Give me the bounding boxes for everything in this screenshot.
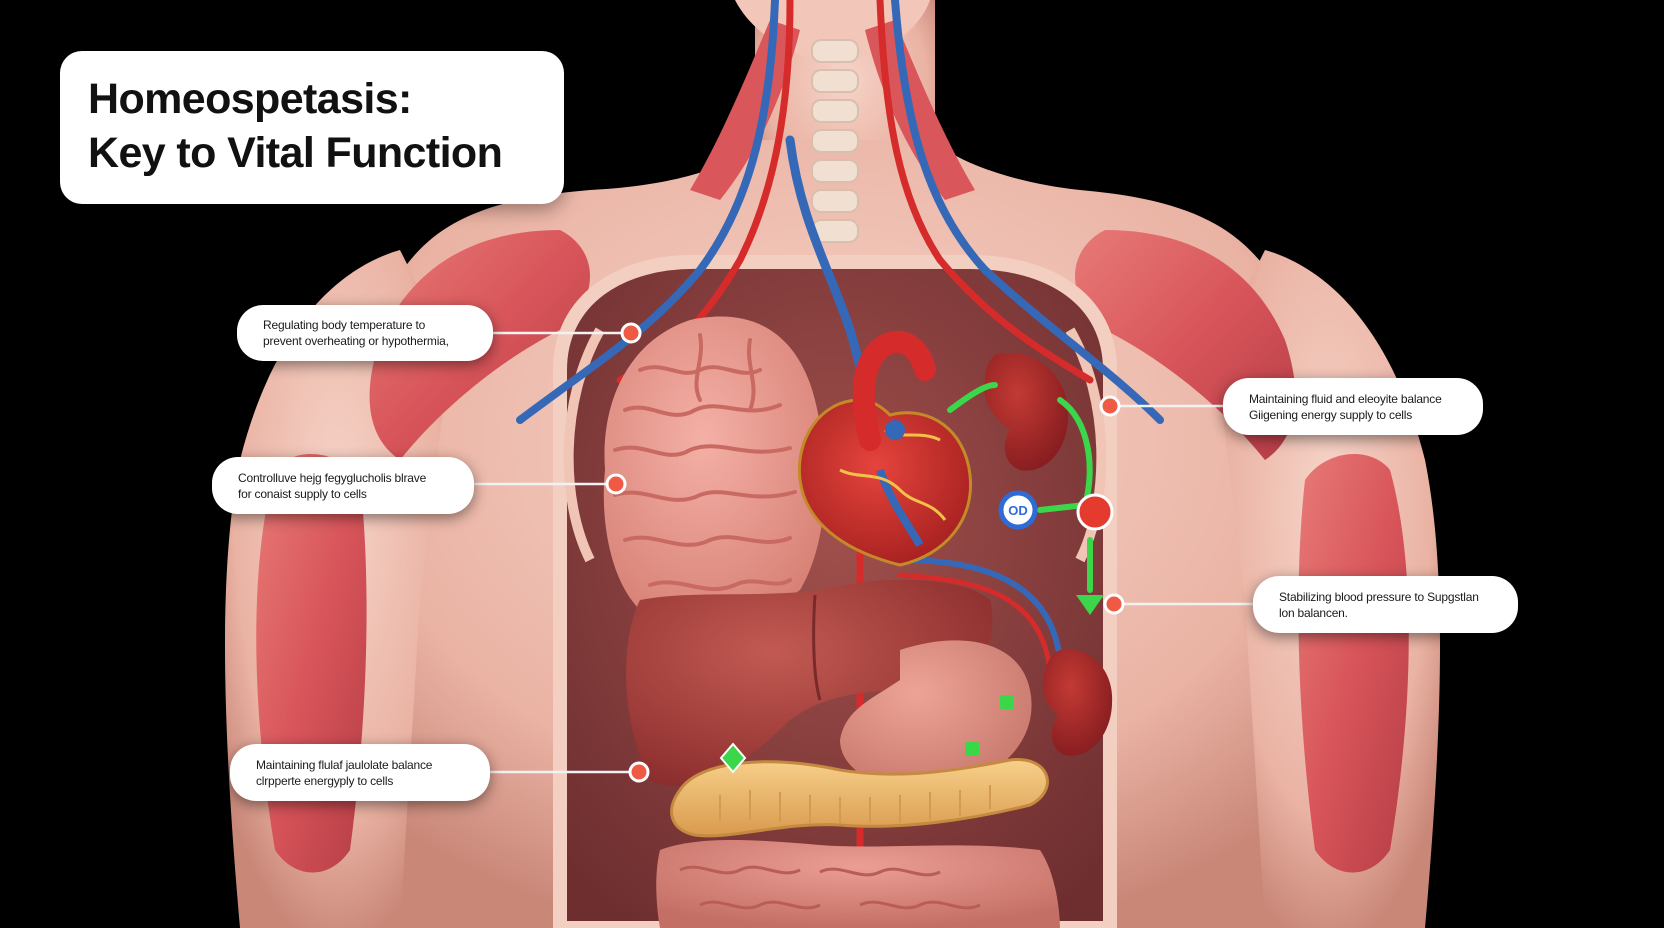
callout-text: prevent overheating or hypothermia,	[263, 334, 449, 348]
feedback-path-kidney	[947, 382, 998, 413]
marker-dot	[1099, 395, 1121, 417]
receptor-icon	[965, 742, 979, 756]
marker-dot	[1103, 593, 1125, 615]
callout-fluid-balance: Maintaining fluid and eleoyite balance G…	[1223, 378, 1483, 435]
callout-glucose: Controlluve hejg fegyglucholis blrave fo…	[212, 457, 474, 514]
callout-text: Giigening energy supply to cells	[1249, 407, 1413, 422]
title-line-2: Key to Vital Function	[88, 129, 503, 177]
leader-lines	[474, 331, 1253, 774]
callout-text: for conaist supply to cells	[238, 486, 367, 501]
right-biceps-muscle	[1298, 453, 1409, 873]
pancreas-organ	[670, 758, 1049, 838]
callout-text: lon balancen.	[1279, 605, 1348, 620]
callout-fluid-glucose: Maintaining flulaf jaulolate balance clr…	[230, 744, 490, 801]
rib-left	[563, 327, 605, 563]
callout-text: clrpperte energyply to cells	[256, 773, 394, 788]
diamond-marker-icon	[719, 742, 747, 774]
title-card: Homeospetasis: Key to Vital Function	[60, 51, 564, 204]
right-kidney-upper	[984, 352, 1069, 471]
vein-left-neck	[516, 0, 779, 424]
vein-right-neck	[891, 0, 1164, 424]
marker-dot	[620, 322, 642, 344]
aortic-arch	[852, 330, 936, 451]
intestines	[656, 840, 1060, 928]
callout-blood-pressure: Stabilizing blood pressure to Supgstlan …	[1253, 576, 1518, 633]
marker-dot	[628, 761, 650, 783]
callout-text: Maintaining flulaf jaulolate balance	[256, 757, 433, 772]
callout-temperature: Regulating body temperature to prevent o…	[237, 305, 493, 361]
sensor-badge	[998, 490, 1038, 530]
vein-renal	[897, 557, 1063, 663]
right-neck-muscle	[865, 20, 975, 200]
callout-text: Regulating body temperature to	[263, 318, 426, 332]
stomach-organ	[840, 640, 1032, 791]
brain-organ	[603, 316, 825, 621]
artery-renal	[897, 572, 1053, 673]
spine	[811, 39, 859, 243]
callout-text: Maintaining fluid and eleoyite balance	[1249, 391, 1442, 406]
marker-dot	[605, 473, 627, 495]
left-biceps-muscle	[256, 453, 367, 873]
effector-node	[1076, 493, 1114, 531]
feedback-arrow-icon	[1076, 595, 1104, 615]
sensor-badge-label: OD	[1008, 503, 1028, 518]
title-line-1: Homeospetasis:	[88, 75, 412, 123]
callout-text: Controlluve hejg fegyglucholis blrave	[238, 470, 427, 485]
right-kidney-lower	[1043, 649, 1113, 756]
callout-text: Stabilizing blood pressure to Supgstlan	[1279, 589, 1479, 604]
receptor-icon	[1000, 695, 1014, 709]
liver-organ	[626, 579, 993, 787]
artery-right-neck	[876, 0, 1094, 384]
heart-organ	[797, 330, 973, 567]
callout-markers	[605, 322, 1125, 783]
